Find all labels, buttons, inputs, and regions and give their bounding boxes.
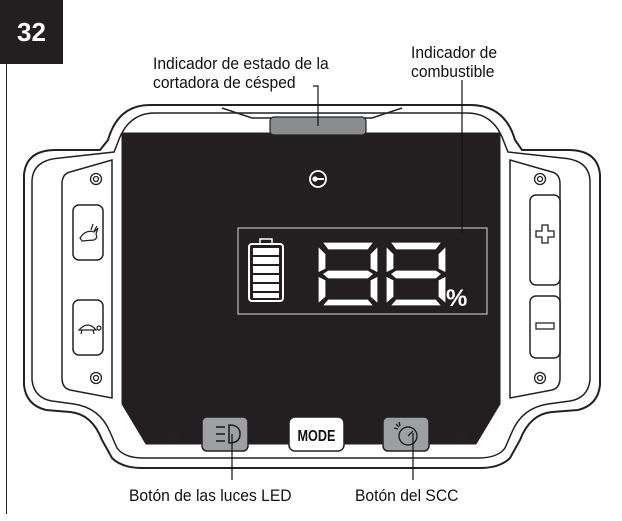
mode-button-label: MODE — [298, 428, 336, 445]
bezel-screws — [89, 172, 547, 443]
fuel-gauge-icon — [248, 238, 284, 302]
led-button-callout-text: Botón de las luces LED — [129, 486, 292, 505]
turtle-slow-speed-icon — [77, 324, 102, 335]
fast-speed-button[interactable] — [72, 204, 104, 261]
segment-digit-1 — [317, 241, 379, 307]
plus-button[interactable] — [529, 194, 561, 286]
fuel-callout-line2: combustible — [411, 62, 495, 81]
lcd-screen — [121, 132, 501, 445]
plus-icon — [535, 224, 555, 244]
figure-number: 32 — [0, 0, 63, 64]
scc-button[interactable] — [382, 416, 430, 452]
speed-control-icon — [393, 421, 418, 446]
slow-speed-button[interactable] — [72, 299, 104, 356]
segment-digit-2 — [385, 241, 447, 307]
left-side-pod — [61, 159, 113, 399]
inner-bezel — [31, 112, 591, 459]
key-icon — [309, 170, 327, 188]
scc-button-callout-text: Botón del SCC — [355, 486, 459, 505]
figure-frame-line — [6, 64, 7, 514]
led-lights-button[interactable] — [201, 416, 249, 452]
minus-icon — [535, 322, 555, 330]
minus-button[interactable] — [529, 295, 561, 359]
headlight-icon — [216, 424, 241, 444]
percent-sign: % — [446, 285, 467, 312]
led-button-callout: Botón de las luces LED — [129, 486, 292, 505]
fuel-callout: Indicador de combustible — [411, 43, 497, 81]
mower-status-callout-line2: cortadora de césped — [153, 73, 296, 92]
mower-status-callout: Indicador de estado de la cortadora de c… — [153, 54, 329, 92]
mode-button[interactable]: MODE — [288, 416, 345, 452]
fuel-callout-line1: Indicador de — [411, 43, 498, 62]
mower-status-callout-line1: Indicador de estado de la — [153, 54, 329, 73]
callout-leader-lines — [231, 80, 463, 480]
rabbit-fast-speed-icon — [79, 223, 99, 242]
fuel-display-box — [237, 227, 488, 315]
scc-button-callout: Botón del SCC — [355, 486, 458, 505]
right-side-pod — [509, 159, 561, 399]
